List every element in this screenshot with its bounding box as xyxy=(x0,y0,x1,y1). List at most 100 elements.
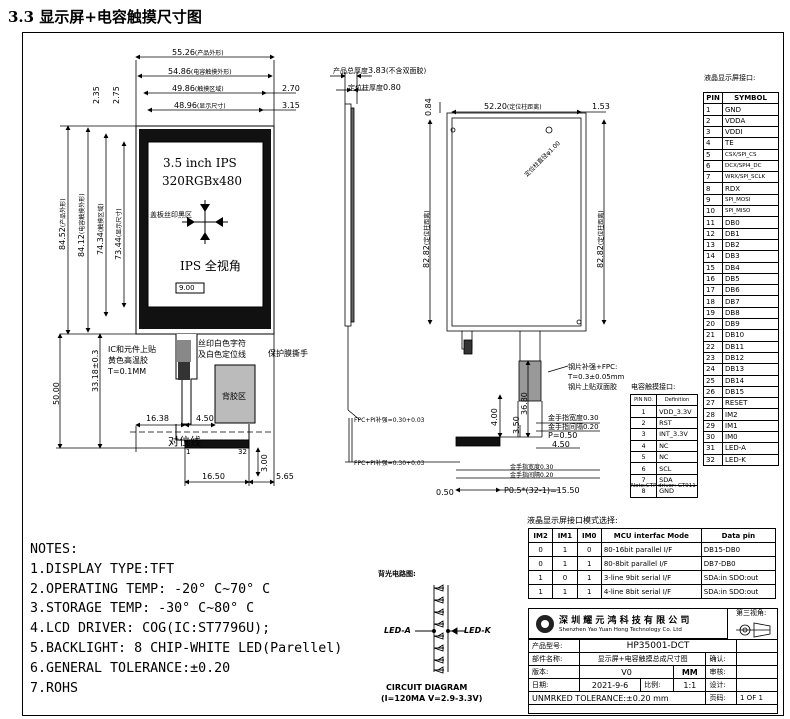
dim-caption: (定位柱距离) xyxy=(424,210,431,246)
pin-number: 20 xyxy=(703,318,723,331)
pin-number: 8 xyxy=(703,182,723,195)
pin-number: 4 xyxy=(703,137,723,150)
screen-size-label: 3.5 inch IPS xyxy=(163,156,237,170)
version-value: V0 xyxy=(578,665,675,679)
dim-36-80: 36.80 xyxy=(520,392,529,415)
dim-5-65: 5.65 xyxy=(276,472,294,481)
pin-number: 23 xyxy=(703,351,723,365)
table-cell: SDA:in SDO:out xyxy=(700,584,777,599)
pin-symbol: DB5 xyxy=(722,272,779,286)
col-header: PIN NO. xyxy=(629,393,658,407)
notes-heading: NOTES: xyxy=(30,542,79,557)
pin-number: 30 xyxy=(703,430,723,444)
col-header: IM2 xyxy=(527,528,554,543)
side-view xyxy=(330,72,460,463)
note-line: 4.LCD DRIVER: COG(IC:ST7796U); xyxy=(30,621,271,637)
align-line-label: 对位线 xyxy=(168,435,201,448)
dim-caption: 产品总厚度 xyxy=(333,67,368,75)
dim-value: 84.12 xyxy=(77,234,86,257)
page-title: 3.3 显示屏+电容触摸尺寸图 xyxy=(8,8,202,26)
pin-symbol: RDX xyxy=(722,182,779,195)
pin-symbol: SPI_MISO xyxy=(722,205,779,218)
table-row: 部件名称: 显示屏+电容触摸总成尺寸图 确认: xyxy=(528,652,778,666)
pin-number: 32 xyxy=(703,453,723,466)
table-cell: SDA:in SDO:out xyxy=(700,570,777,585)
confirm-label: 确认: xyxy=(705,652,737,666)
circuit-title: 背光电路图: xyxy=(378,570,416,578)
pin-definition: VDD_3.3V xyxy=(656,405,698,418)
ic-note-line: T=0.1MM xyxy=(108,367,147,376)
pin-symbol: DB10 xyxy=(722,329,779,342)
col-header: Definition xyxy=(656,393,698,407)
led-k-label: LED-K xyxy=(464,626,491,635)
dim-caption: (定位柱距离) xyxy=(506,104,542,111)
pin-number: 1 xyxy=(629,405,658,418)
table-cell: 80-8bit parallel I/F xyxy=(600,556,702,571)
pin-symbol: DB14 xyxy=(722,374,779,387)
pin-number: 5 xyxy=(629,450,658,464)
dim-post-height-left: 82.82(定位柱距离) xyxy=(422,210,431,268)
pin-definition: NC xyxy=(656,450,698,464)
pin-number: 15 xyxy=(703,261,723,274)
page-label: 页码: xyxy=(705,691,737,705)
adhesive-area xyxy=(214,364,256,424)
pin-symbol: RESET xyxy=(722,397,779,410)
dim-caption: (定位柱距离) xyxy=(598,210,605,246)
table-row: 产品型号: HP35001-DCT xyxy=(528,639,778,653)
note-line: 5.BACKLIGHT: 8 CHIP-WHITE LED(Parellel) xyxy=(30,640,343,656)
dim-value: 84.52 xyxy=(58,227,67,250)
pin-symbol: DB3 xyxy=(722,250,779,263)
pin-number: 3 xyxy=(629,428,658,441)
date-value: 2021-9-6 xyxy=(578,678,642,692)
third-angle-symbol xyxy=(736,622,771,638)
pin-number: 7 xyxy=(703,171,723,184)
finger-width-label-2: 金手指宽度0.30 xyxy=(510,464,554,471)
stiffener-note: 钢片补强+FPC: T=0.3±0.05mm 钢片上贴双面胶 xyxy=(568,362,624,392)
circuit-caption: CIRCUIT DIAGRAM xyxy=(386,683,468,692)
table-row: 日期: 2021-9-6 比例: 1:1 设计: xyxy=(528,678,778,692)
stiffener-note-line: 钢片上贴双面胶 xyxy=(568,383,617,391)
dim-2-35: 2.35 xyxy=(92,86,101,104)
adhesive-label: 背胶区 xyxy=(222,392,246,401)
table-cell: 1 xyxy=(576,584,602,599)
dim-caption: (电容触摸外形) xyxy=(190,69,232,76)
dim-caption: (显示尺寸) xyxy=(196,103,226,110)
pin-number: 18 xyxy=(703,295,723,308)
lcd-pin-caption: 液晶显示屏接口: xyxy=(704,74,756,82)
pin-number: 14 xyxy=(703,250,723,263)
pin-definition: INT_3.3V xyxy=(656,428,698,441)
pin-number: 28 xyxy=(703,408,723,421)
protect-film-label: 保护膜撕手 xyxy=(268,349,308,358)
dim-value: 0.80 xyxy=(383,83,401,92)
pin-symbol: IM0 xyxy=(722,430,779,444)
stiffener-note-line: 钢片补强+FPC: xyxy=(568,363,618,371)
pin-symbol: IM2 xyxy=(722,408,779,421)
drawing-frame xyxy=(22,32,784,716)
blank-cell xyxy=(736,678,778,692)
dim-3-00: 3.00 xyxy=(260,454,269,472)
table-cell: 1 xyxy=(552,584,578,599)
table-cell: 80-16bit parallel I/F xyxy=(600,542,702,557)
pin-symbol: DB1 xyxy=(722,227,779,240)
company-name-cn: 深 圳 耀 元 鸿 科 技 有 限 公 司 xyxy=(559,616,690,626)
pin-symbol: TE xyxy=(722,137,779,150)
table-cell: 3-line 9bit serial I/F xyxy=(600,570,702,585)
pin-number: 29 xyxy=(703,419,723,433)
finger-width-label: 金手指宽度0.30 xyxy=(548,414,599,422)
pin-symbol: DB15 xyxy=(722,385,779,399)
pitch-label: P=0.50 xyxy=(548,431,578,440)
pin-number: 11 xyxy=(703,216,723,229)
